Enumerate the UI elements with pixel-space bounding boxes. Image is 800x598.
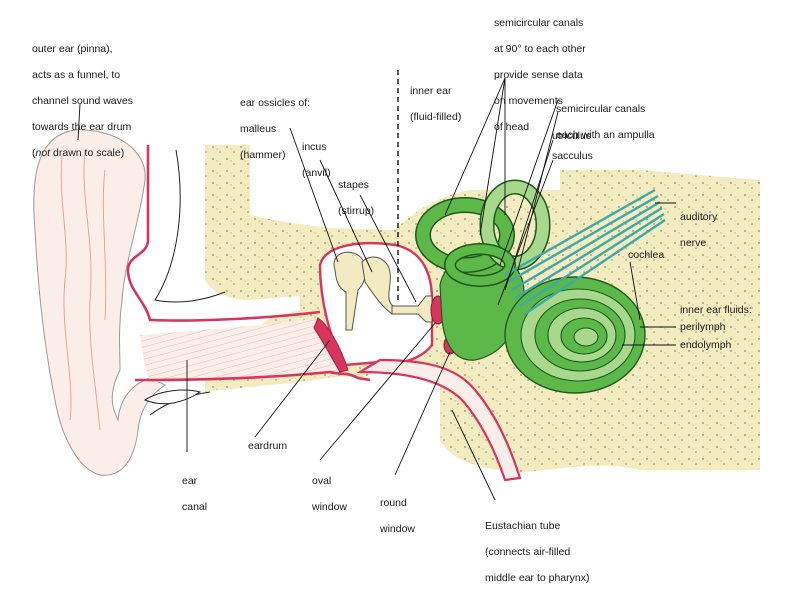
eustachian-tube-label: Eustachian tube (connects air-filled mid…: [485, 520, 590, 584]
leader-lines: [77, 77, 676, 501]
eardrum-label: eardrum: [248, 440, 288, 452]
pinna: [33, 129, 167, 476]
ossicles-label: ear ossicles of: malleus (hammer): [240, 97, 311, 161]
incus-bone: [361, 256, 399, 315]
inner-ear-fluids-label: inner ear fluids:: [680, 304, 752, 316]
utriculus-label: utriculus: [552, 130, 592, 142]
ear-canal-tube: [140, 318, 345, 382]
oval-window-label: oval window: [312, 475, 348, 513]
ear-canal-label: ear canal: [182, 475, 208, 513]
ear-anatomy-diagram: [33, 70, 760, 501]
pinna-ridges: [60, 149, 107, 431]
eustachian-tube-shape: [356, 358, 522, 482]
incus-label: incus (anvil): [302, 141, 331, 179]
stapes-label: stapes (stirrup): [338, 179, 375, 217]
sacculus-label: sacculus: [552, 150, 593, 162]
stapes-bone: [391, 295, 433, 323]
auditory-nerve-label: auditory nerve: [680, 211, 718, 249]
eardrum-membrane: [313, 317, 349, 373]
lobe-cartilage: [143, 389, 202, 405]
semicircular-canal-1-fill: [416, 198, 514, 272]
cochlea-turn-5: [573, 327, 599, 347]
inner-skin-contour: [154, 149, 226, 303]
semicircular-canals-label: semicircular canals at 90° to each other…: [494, 17, 586, 133]
outer-ear-label: outer ear (pinna), acts as a funnel, to …: [32, 43, 133, 159]
auditory-nerve-fibres: [504, 188, 666, 315]
inner-ear-label: inner ear (fluid-filled): [410, 85, 462, 123]
perilymph-label: perilymph: [680, 321, 726, 333]
round-window-label: round window: [380, 497, 416, 535]
endolymph-label: endolymph: [680, 339, 732, 351]
semicircular-canal-3-fill: [445, 244, 515, 286]
semicircular-ampulla-label: semicircular canals each with an ampulla: [556, 103, 655, 141]
ear-canal-lining: [126, 145, 371, 382]
cochlea-label: cochlea: [628, 249, 665, 261]
